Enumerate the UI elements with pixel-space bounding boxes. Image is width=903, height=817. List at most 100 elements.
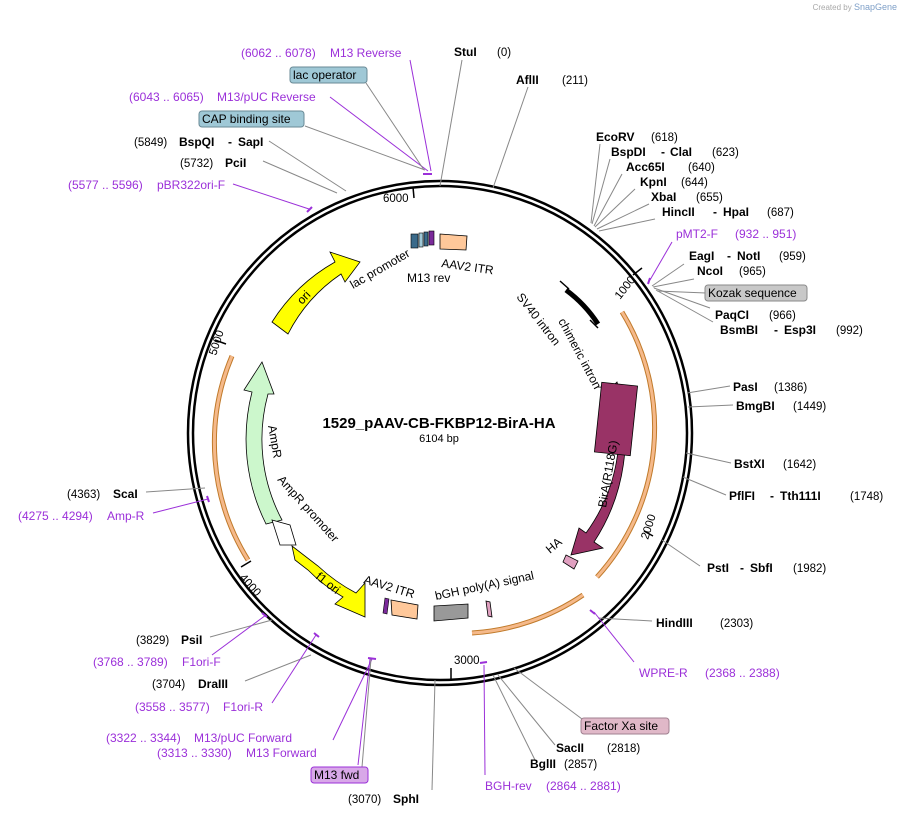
- m13-rev-label: M13 rev: [407, 271, 450, 285]
- enzyme-bspqi: BspQI: [179, 135, 214, 149]
- enzyme-bsmbi-pos: (992): [836, 325, 863, 337]
- aav2-itr-bottom-label: AAV2 ITR: [362, 572, 417, 601]
- kozak-label: Kozak sequence: [708, 286, 797, 300]
- enzyme-hincii-pos: (687): [767, 207, 794, 219]
- primer-m13fwd-range: (3313 .. 3330): [157, 746, 232, 760]
- factor-xa-label: Factor Xa site: [584, 719, 658, 733]
- primer-bghrev-range: (2864 .. 2881): [546, 779, 621, 793]
- primer-ring-marks: [206, 173, 651, 664]
- enzyme-bspdi-dash: -: [661, 145, 665, 159]
- enzyme-aflii-pos: (211): [562, 75, 588, 87]
- credit-prefix: Created by: [812, 3, 852, 12]
- enzyme-psti-pos: (1982): [793, 563, 826, 575]
- enzyme-ncoi-pos: (965): [739, 266, 766, 278]
- enzyme-hincii: HincII: [662, 205, 695, 219]
- enzyme-scai: ScaI: [113, 487, 138, 501]
- m13-fwd-box: [310, 766, 369, 784]
- enzyme-sbfi: SbfI: [750, 561, 773, 575]
- enzyme-scai-pos: (4363): [67, 489, 100, 501]
- enzyme-kpni: KpnI: [640, 175, 667, 189]
- primer-pmt2-range: (932 .. 951): [735, 227, 796, 241]
- primer-m13puc-rev-name: M13/pUC Reverse: [217, 90, 316, 104]
- primer-pmt2-name: pMT2-F: [676, 227, 718, 241]
- enzyme-ecorv: EcoRV: [596, 130, 634, 144]
- ampr-promoter-arrow: [271, 519, 297, 546]
- primer-m13puc-fwd-name: M13/pUC Forward: [194, 731, 292, 745]
- box-leader-lines: [304, 82, 707, 768]
- factor-xa-box: [580, 717, 670, 735]
- enzyme-bglii-pos: (2857): [564, 759, 597, 771]
- enzyme-bmgbi: BmgBI: [736, 399, 775, 413]
- enzyme-bstxi-pos: (1642): [783, 459, 816, 471]
- primer-m13rev-range: (6062 .. 6078): [241, 46, 316, 60]
- primer-pbr322-name: pBR322ori-F: [157, 178, 225, 192]
- f1-ori-arrow: [291, 545, 366, 618]
- primer-m13puc-fwd-range: (3322 .. 3344): [106, 731, 181, 745]
- aav2-itr-top-box: [439, 233, 468, 251]
- enzyme-labels: StuI (0) AflII (211) EcoRV (618) BspDI -…: [67, 45, 883, 806]
- bar-ampr-fill: [212, 355, 250, 561]
- enzyme-bsmbi-dash: -: [774, 323, 778, 337]
- m13-fwd-label: M13 fwd: [314, 768, 359, 782]
- kozak-box: [704, 284, 808, 302]
- cap-site-box: [198, 110, 305, 128]
- primer-f1ori-f-name: F1ori-F: [182, 655, 221, 669]
- enzyme-hindiii: HindIII: [656, 616, 693, 630]
- bar-bgh-fill: [471, 593, 584, 635]
- primer-f1ori-r-name: F1ori-R: [223, 700, 263, 714]
- ampr-arrow: [243, 361, 283, 525]
- enzyme-clai: ClaI: [670, 145, 692, 159]
- enzyme-kpni-pos: (644): [681, 177, 708, 189]
- tick-2000: 2000: [639, 513, 658, 541]
- enzyme-pasi-pos: (1386): [774, 382, 807, 394]
- enzyme-bspdi: BspDI: [611, 145, 646, 159]
- boxed-labels: lac operator CAP binding site Kozak sequ…: [198, 66, 808, 784]
- enzyme-acc65i-pos: (640): [688, 162, 715, 174]
- enzyme-pflfi: PflFI: [729, 489, 755, 503]
- enzyme-pcii-pos: (5732): [180, 158, 213, 170]
- primer-m13puc-rev-range: (6043 .. 6065): [129, 90, 204, 104]
- backbone-outer-strand: [186, 179, 694, 687]
- enzyme-bmgbi-pos: (1449): [793, 401, 826, 413]
- enzyme-pflfi-dash: -: [770, 489, 774, 503]
- tick-marks: [214, 186, 654, 680]
- cap-site-label: CAP binding site: [202, 112, 291, 126]
- enzyme-sacii: SacII: [556, 741, 584, 755]
- enzyme-sphi: SphI: [393, 792, 419, 806]
- enzyme-eagi: EagI: [689, 249, 714, 263]
- enzyme-xbai: XbaI: [651, 190, 676, 204]
- intron-markers: [559, 280, 601, 329]
- enzyme-sphi-pos: (3070): [348, 794, 381, 806]
- primer-bghrev-name: BGH-rev: [485, 779, 532, 793]
- lac-promoter-label: lac promoter: [348, 246, 413, 291]
- enzyme-eagi-pos: (959): [779, 251, 806, 263]
- sv40-intron-label: SV40 intron: [514, 290, 564, 348]
- bgh-box: [433, 603, 469, 622]
- enzyme-paqci-pos: (966): [769, 310, 796, 322]
- enzyme-pasi: PasI: [733, 380, 758, 394]
- enzyme-stui-pos: (0): [497, 47, 511, 59]
- snapgene-logo-text: SnapGene: [853, 2, 897, 12]
- enzyme-xbai-pos: (655): [696, 192, 723, 204]
- bgh-label: bGH poly(A) signal: [434, 568, 535, 603]
- primer-f1ori-r-range: (3558 .. 3577): [135, 700, 210, 714]
- enzyme-bspqi-pos: (5849): [134, 137, 167, 149]
- primer-pbr322-range: (5577 .. 5596): [68, 178, 143, 192]
- enzyme-psti-dash: -: [740, 561, 744, 575]
- enzyme-pflfi-pos: (1748): [850, 491, 883, 503]
- primer-f1ori-f-range: (3768 .. 3789): [93, 655, 168, 669]
- ori-arrow: [271, 251, 361, 335]
- enzyme-draiii: DraIII: [198, 677, 228, 691]
- enzyme-paqci: PaqCI: [715, 308, 749, 322]
- enzyme-sapi: SapI: [238, 135, 263, 149]
- enzyme-psti: PstI: [707, 561, 729, 575]
- lac-operator-box: [289, 66, 368, 84]
- enzyme-pcii: PciI: [225, 156, 246, 170]
- enzyme-ecorv-pos: (618): [651, 132, 678, 144]
- enzyme-bsmbi: BsmBI: [720, 323, 758, 337]
- enzyme-psii-pos: (3829): [136, 635, 169, 647]
- fkbp-segment: [594, 381, 638, 457]
- primer-m13fwd-name: M13 Forward: [246, 746, 317, 760]
- enzyme-tth111i: Tth111I: [780, 489, 821, 503]
